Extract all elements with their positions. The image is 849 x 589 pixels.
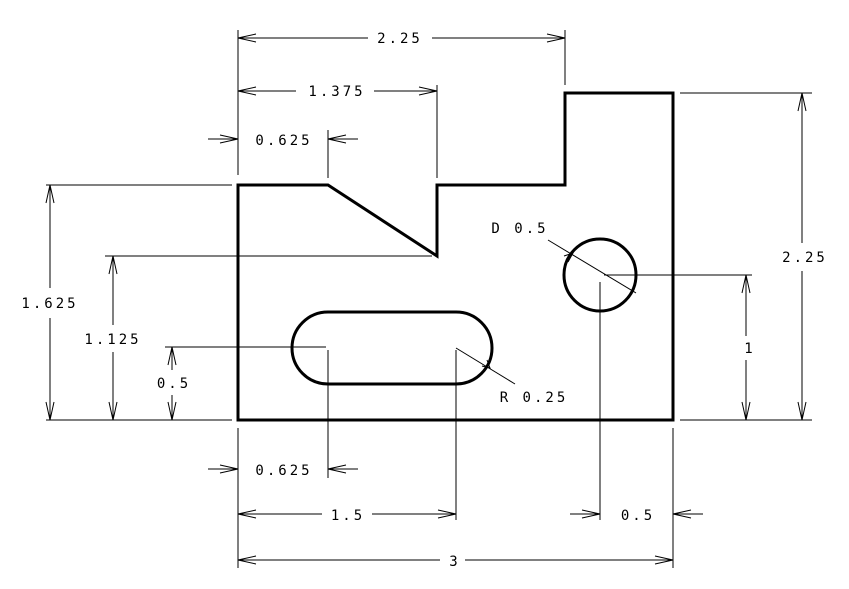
slot — [290, 310, 494, 386]
dim-slot-radius: R 0.25 — [500, 390, 569, 406]
dim-hole-x: 0.5 — [621, 508, 655, 524]
arrowheads — [45, 33, 807, 565]
part-outline — [236, 91, 675, 422]
dim-notch-x: 1.375 — [308, 84, 365, 100]
dim-slot-y: 0.5 — [157, 376, 191, 392]
dim-right-height: 2.25 — [782, 250, 828, 266]
dim-chamfer-x: 0.625 — [255, 133, 312, 149]
dim-slot-length: 1.5 — [331, 508, 365, 524]
dim-slot-start: 0.625 — [255, 463, 312, 479]
dim-overall-width: 3 — [449, 554, 460, 570]
dim-top-overall: 2.25 — [377, 31, 423, 47]
dimension-lines — [49, 37, 803, 561]
dim-notch-depth: 1.125 — [84, 332, 141, 348]
dim-hole-y: 1 — [744, 341, 755, 357]
dim-left-height: 1.625 — [21, 296, 78, 312]
extension-lines — [46, 30, 812, 568]
dim-hole-dia: D 0.5 — [491, 221, 548, 237]
